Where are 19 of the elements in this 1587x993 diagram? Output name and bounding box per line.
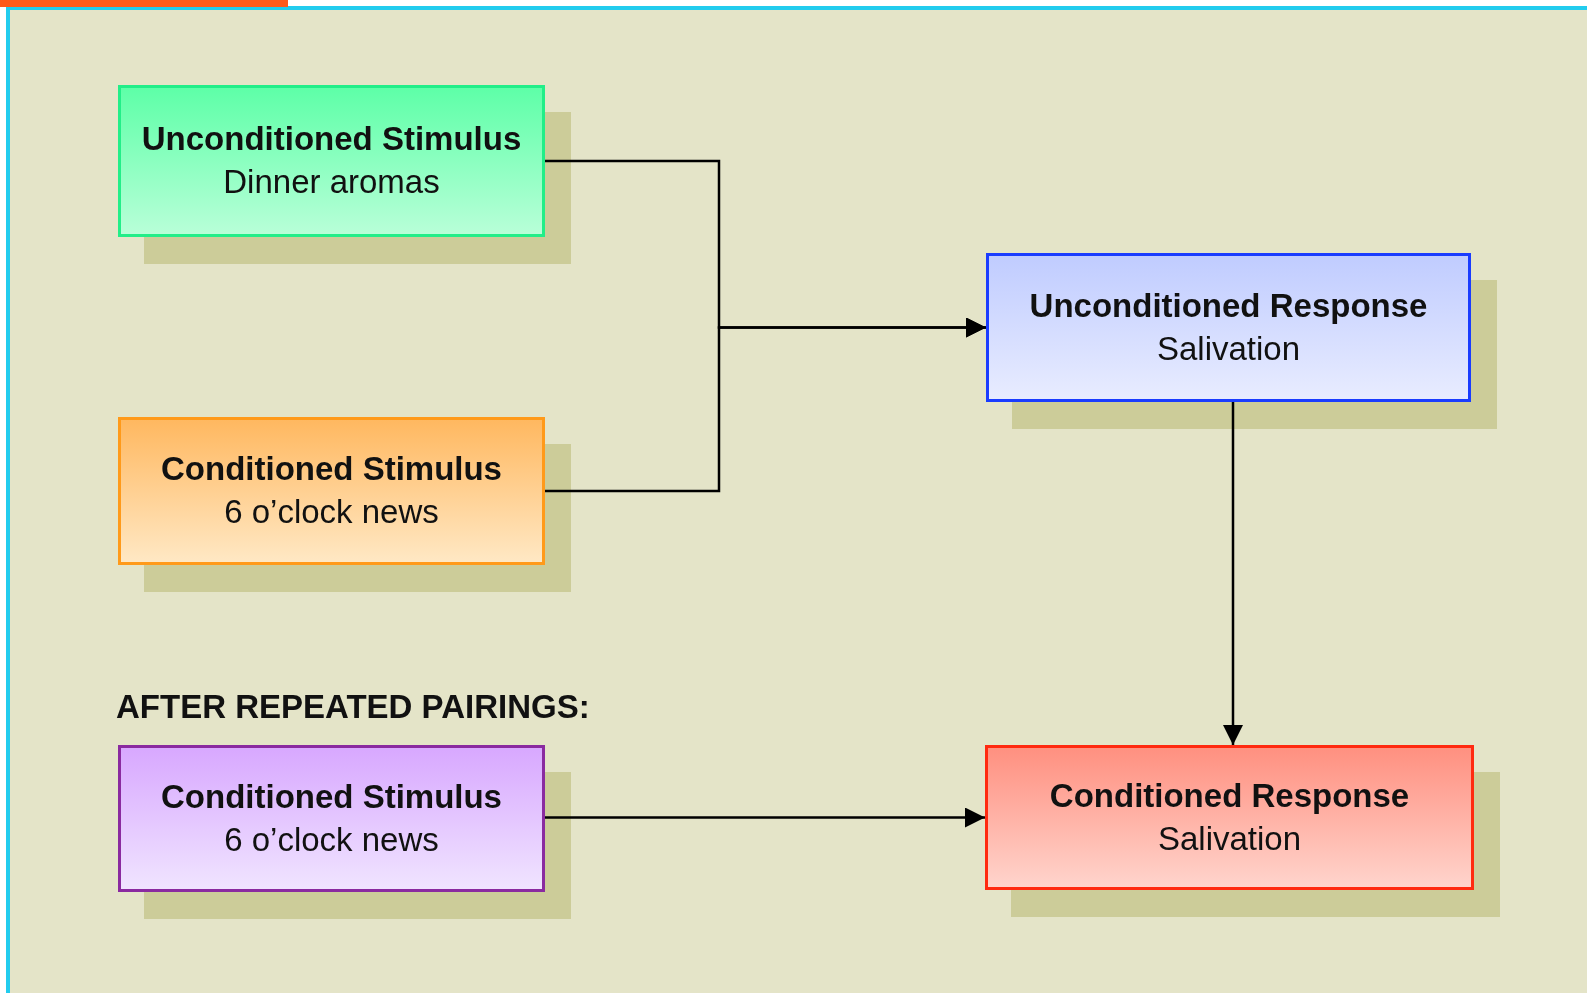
concept-box xyxy=(118,85,545,237)
section-heading: AFTER REPEATED PAIRINGS: xyxy=(116,688,590,726)
box-text: Salivation xyxy=(1156,328,1301,369)
arrow xyxy=(545,317,986,493)
concept-box xyxy=(118,417,545,565)
box-text: 6 o’clock news xyxy=(224,492,439,532)
concept-box xyxy=(985,745,1474,890)
concept-box xyxy=(986,253,1471,402)
arrow xyxy=(1223,402,1243,745)
box-heading: Conditioned Stimulus xyxy=(161,449,502,490)
box-heading: Unconditioned Response xyxy=(1029,285,1428,326)
arrow xyxy=(545,807,985,828)
box-text: Salivation xyxy=(1157,818,1302,859)
box-heading: Unconditioned Stimulus xyxy=(141,119,522,160)
box-text: Dinner aromas xyxy=(223,162,440,202)
box-heading: Conditioned Stimulus xyxy=(161,776,502,817)
concept-box xyxy=(118,745,545,892)
box-text: 6 o’clock news xyxy=(224,819,439,860)
box-heading: Conditioned Response xyxy=(1049,775,1410,816)
